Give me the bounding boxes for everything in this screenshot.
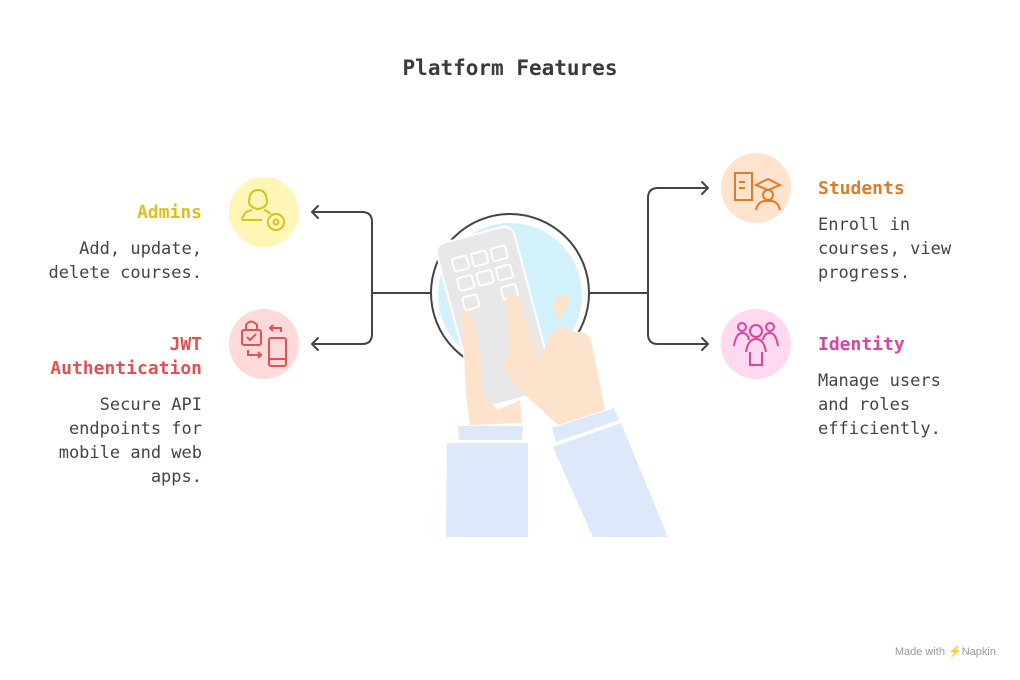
feature-title: Students — [818, 178, 905, 199]
feature-title: Identity — [818, 334, 905, 355]
arrow-identity — [647, 292, 709, 351]
feature-desc: Enroll in — [818, 215, 911, 235]
user-group-icon — [721, 309, 791, 379]
feature-desc: courses, view — [818, 239, 952, 259]
arrow-jwt — [311, 292, 373, 351]
brand-label: Napkin — [961, 646, 996, 658]
student-graduation-icon — [721, 153, 791, 223]
feature-identity: Identity Manage users and roles efficientl… — [818, 333, 941, 441]
feature-desc: and roles — [818, 395, 911, 415]
feature-title: Authentication — [50, 358, 202, 379]
admin-gear-icon — [229, 177, 299, 247]
feature-admins: Admins Add, update, delete courses. — [48, 201, 202, 285]
hands-phone-illustration — [430, 213, 668, 537]
feature-desc: Secure API — [99, 395, 202, 415]
feature-desc: apps. — [150, 467, 202, 487]
made-with-label: Made with — [894, 646, 945, 658]
diagram-title: Platform Features — [402, 56, 618, 80]
feature-students: Students Enroll in courses, view progress. — [818, 177, 951, 285]
arrow-admins — [311, 205, 433, 294]
feature-desc: Add, update, — [79, 239, 202, 259]
feature-jwt: JWT Authentication Secure API endpoints fo… — [50, 333, 202, 489]
napkin-logo-icon: ⚡ — [948, 646, 962, 658]
feature-desc: efficiently. — [818, 419, 941, 439]
feature-desc: mobile and web — [58, 443, 202, 463]
feature-desc: delete courses. — [48, 263, 202, 283]
feature-title: JWT — [169, 334, 202, 355]
lock-phone-sync-icon — [229, 309, 299, 379]
napkin-footer[interactable]: Made with ⚡Napkin — [895, 645, 996, 658]
feature-desc: Manage users — [818, 371, 941, 391]
feature-title: Admins — [136, 202, 202, 223]
arrow-students — [587, 181, 709, 294]
feature-desc: progress. — [818, 263, 911, 283]
connectors — [311, 181, 709, 351]
feature-desc: endpoints for — [68, 419, 202, 439]
